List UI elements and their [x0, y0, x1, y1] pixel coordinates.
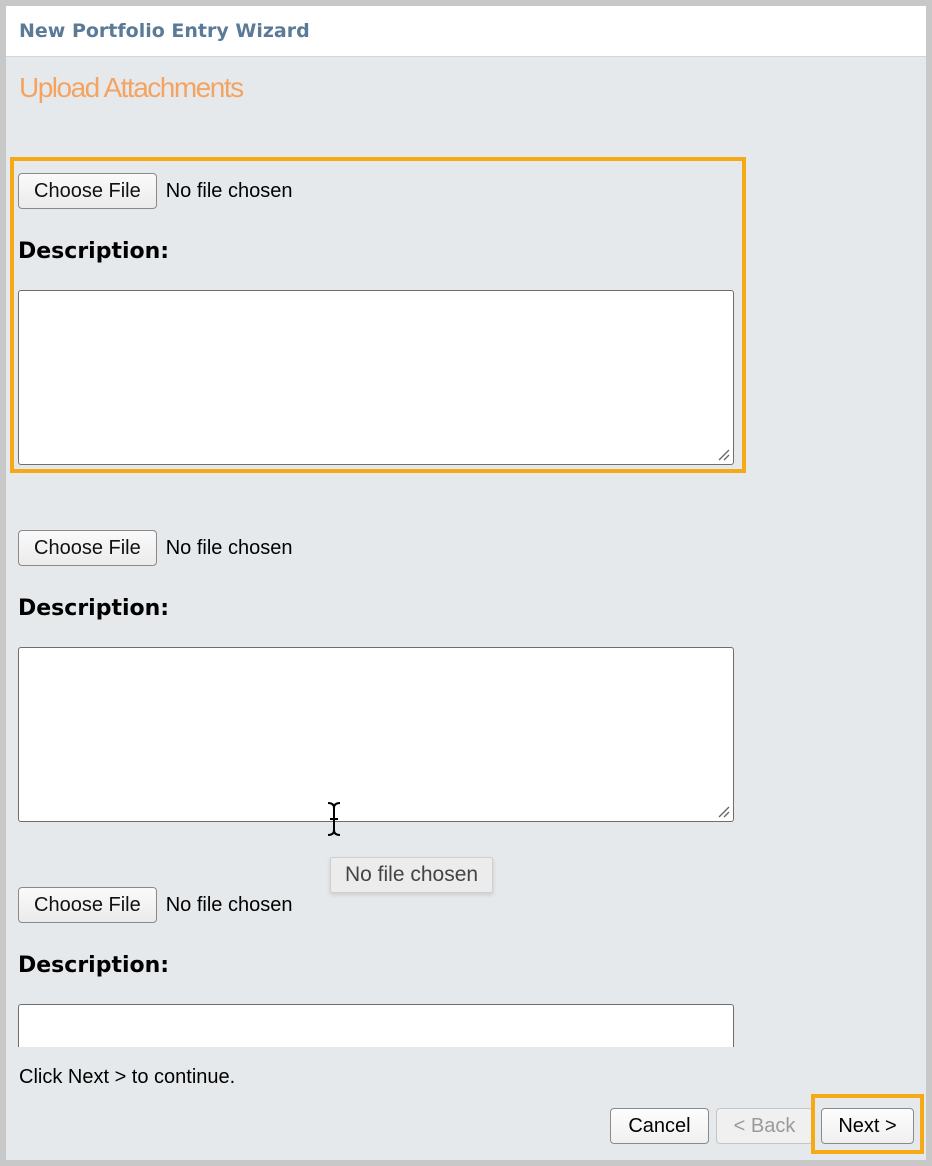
description-label: Description: — [18, 239, 170, 264]
window-title: New Portfolio Entry Wizard — [19, 20, 310, 42]
attachment-group-2: Choose File No file chosen Description: — [12, 516, 744, 828]
choose-file-button[interactable]: Choose File — [18, 173, 157, 209]
title-bar: New Portfolio Entry Wizard — [6, 6, 926, 57]
next-button-highlight — [811, 1094, 924, 1154]
attachment-group-3: Choose File No file chosen Description: — [12, 873, 744, 1047]
choose-file-button[interactable]: Choose File — [18, 887, 157, 923]
attachment-group-1: Choose File No file chosen Description: — [10, 157, 746, 473]
description-label: Description: — [18, 596, 170, 621]
file-tooltip: No file chosen — [330, 857, 494, 893]
attachments-scroll-area[interactable]: Choose File No file chosen Description: … — [6, 106, 926, 1047]
back-button[interactable]: < Back — [716, 1108, 813, 1144]
resize-grip-icon[interactable] — [716, 447, 730, 461]
description-textarea[interactable] — [18, 647, 734, 822]
cancel-button[interactable]: Cancel — [610, 1108, 709, 1144]
file-input-row: Choose File No file chosen — [18, 530, 292, 566]
file-status-text: No file chosen — [165, 536, 293, 559]
file-input-row: Choose File No file chosen — [18, 173, 292, 209]
description-label: Description: — [18, 953, 170, 978]
description-textarea[interactable] — [18, 290, 734, 465]
next-button[interactable]: Next > — [821, 1108, 914, 1144]
choose-file-button[interactable]: Choose File — [18, 530, 157, 566]
file-input-row: Choose File No file chosen — [18, 887, 292, 923]
step-title: Upload Attachments — [19, 72, 244, 103]
continue-hint: Click Next > to continue. — [19, 1066, 236, 1088]
file-status-text: No file chosen — [165, 893, 293, 916]
description-textarea[interactable] — [18, 1004, 734, 1047]
resize-grip-icon[interactable] — [716, 804, 730, 818]
text-cursor-icon — [327, 802, 341, 836]
file-status-text: No file chosen — [165, 179, 293, 202]
